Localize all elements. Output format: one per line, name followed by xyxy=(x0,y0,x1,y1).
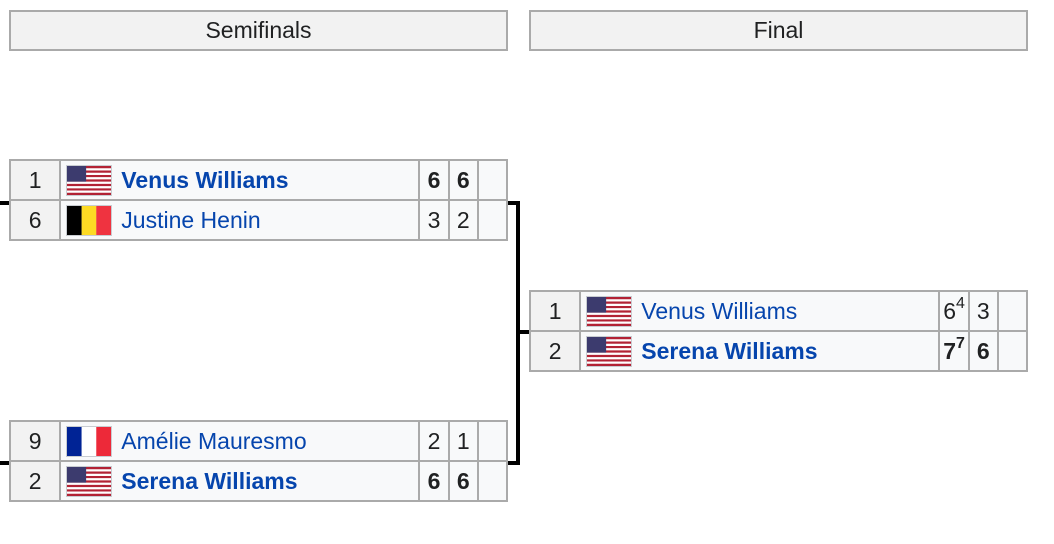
bracket-line-to-final xyxy=(516,330,529,334)
semifinal-match-2: 9 Amélie Mauresmo 2 1 2 xyxy=(8,420,509,502)
semifinal-match-1: 1 Venus Williams 6 6 6 xyxy=(8,159,509,241)
set1-score: 2 xyxy=(418,420,450,462)
round-header-final: Final xyxy=(529,10,1028,51)
usa-flag-icon xyxy=(586,295,633,327)
set2-score: 1 xyxy=(447,420,479,462)
seed: 2 xyxy=(8,460,62,502)
set2-score: 2 xyxy=(447,199,479,241)
empty-score-cell xyxy=(996,290,1029,332)
player-cell: Venus Williams xyxy=(59,159,421,201)
bracket-line-sf2-out xyxy=(508,461,520,465)
usa-flag-icon xyxy=(66,465,113,497)
bracket-line-left-stub-1 xyxy=(0,201,9,205)
semifinal2-row-player2: 2 Serena Williams 6 6 xyxy=(8,460,509,502)
player-name-link[interactable]: Serena Williams xyxy=(121,467,298,494)
set1-games: 6 xyxy=(943,297,956,324)
semifinal1-row-player2: 6 Justine Henin 3 2 xyxy=(8,199,509,241)
seed: 1 xyxy=(8,159,62,201)
player-cell: Serena Williams xyxy=(579,330,941,372)
seed: 6 xyxy=(8,199,62,241)
bracket-line-left-stub-2 xyxy=(0,461,9,465)
set1-score: 64 xyxy=(938,290,970,332)
seed: 9 xyxy=(8,420,62,462)
seed: 2 xyxy=(528,330,582,372)
belgium-flag-icon xyxy=(66,204,113,236)
final-row-player1: 1 Venus Williams 64 3 xyxy=(528,290,1029,332)
set1-score: 77 xyxy=(938,330,970,372)
seed: 1 xyxy=(528,290,582,332)
player-name-link[interactable]: Venus Williams xyxy=(121,166,289,193)
empty-score-cell xyxy=(476,420,509,462)
semifinal2-row-player1: 9 Amélie Mauresmo 2 1 xyxy=(8,420,509,462)
player-cell: Venus Williams xyxy=(579,290,941,332)
player-name-link[interactable]: Justine Henin xyxy=(121,206,261,233)
empty-score-cell xyxy=(476,159,509,201)
empty-score-cell xyxy=(476,460,509,502)
set2-score: 6 xyxy=(967,330,999,372)
player-name-link[interactable]: Venus Williams xyxy=(641,297,798,324)
final-match: 1 Venus Williams 64 3 2 xyxy=(528,290,1029,372)
player-name-link[interactable]: Serena Williams xyxy=(641,337,818,364)
set2-score: 6 xyxy=(447,460,479,502)
empty-score-cell xyxy=(476,199,509,241)
player-cell: Justine Henin xyxy=(59,199,421,241)
empty-score-cell xyxy=(996,330,1029,372)
tiebreak-score: 4 xyxy=(955,294,965,312)
france-flag-icon xyxy=(66,425,113,457)
round-header-semifinals: Semifinals xyxy=(9,10,508,51)
set1-score: 6 xyxy=(418,460,450,502)
usa-flag-icon xyxy=(586,335,633,367)
final-row-player2: 2 Serena Williams 77 6 xyxy=(528,330,1029,372)
player-cell: Serena Williams xyxy=(59,460,421,502)
tiebreak-score: 7 xyxy=(955,334,965,352)
player-name-link[interactable]: Amélie Mauresmo xyxy=(121,427,307,454)
set1-score: 3 xyxy=(418,199,450,241)
bracket-line-sf1-out xyxy=(508,201,520,205)
set1-games: 7 xyxy=(943,337,956,364)
set1-score: 6 xyxy=(418,159,450,201)
semifinal1-row-player1: 1 Venus Williams 6 6 xyxy=(8,159,509,201)
usa-flag-icon xyxy=(66,164,113,196)
player-cell: Amélie Mauresmo xyxy=(59,420,421,462)
set2-score: 6 xyxy=(447,159,479,201)
set2-score: 3 xyxy=(967,290,999,332)
